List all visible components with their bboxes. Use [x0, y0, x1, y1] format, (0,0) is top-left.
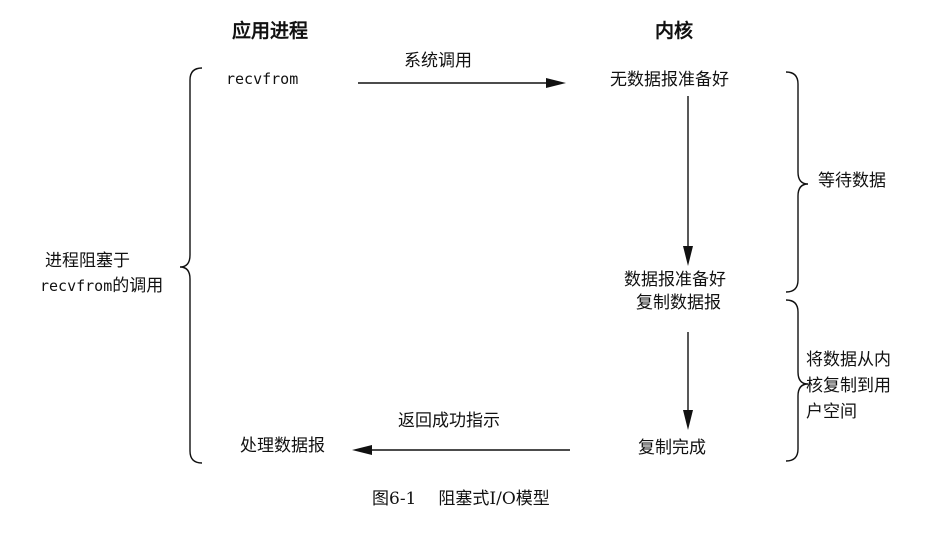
process-blocked-recvfrom: recvfrom: [40, 277, 113, 295]
process-blocked-call: 的调用: [112, 276, 164, 296]
figure-caption: 图6-1 阻塞式I/O模型: [372, 491, 550, 508]
copy-to-user-line2: 核复制到用: [806, 376, 891, 396]
recvfrom-call-label: recvfrom: [226, 70, 299, 88]
datagram-ready-label: 数据报准备好: [624, 270, 726, 290]
copy-complete-label: 复制完成: [638, 438, 706, 458]
blocked-period-brace: [179, 67, 203, 464]
return-success-label: 返回成功指示: [398, 411, 500, 431]
return-arrowhead: [352, 445, 372, 455]
copy-phase-brace: [785, 299, 809, 462]
process-blocked-line1: 进程阻塞于: [45, 251, 130, 271]
no-datagram-ready-label: 无数据报准备好: [610, 70, 729, 90]
process-blocked-label: 进程阻塞于 recvfrom的调用: [40, 253, 163, 295]
copy-arrowhead: [683, 410, 693, 430]
copy-to-user-line3: 户空间: [806, 402, 857, 422]
wait-arrowhead: [683, 246, 693, 266]
kernel-header: 内核: [655, 20, 694, 42]
figure-title: 阻塞式I/O模型: [438, 489, 550, 509]
wait-phase-brace: [785, 71, 809, 293]
process-blocked-line2: recvfrom的调用: [40, 278, 163, 295]
copy-datagram-label: 复制数据报: [636, 293, 721, 313]
system-call-label: 系统调用: [404, 51, 472, 71]
system-call-arrowhead: [546, 78, 566, 88]
app-process-header: 应用进程: [232, 20, 309, 42]
process-datagram-label: 处理数据报: [240, 436, 325, 456]
copy-to-user-label: 将数据从内 核复制到用 户空间: [806, 347, 891, 425]
figure-number: 图6-1: [372, 489, 417, 509]
wait-for-data-label: 等待数据: [818, 171, 886, 191]
copy-to-user-line1: 将数据从内: [806, 350, 891, 370]
